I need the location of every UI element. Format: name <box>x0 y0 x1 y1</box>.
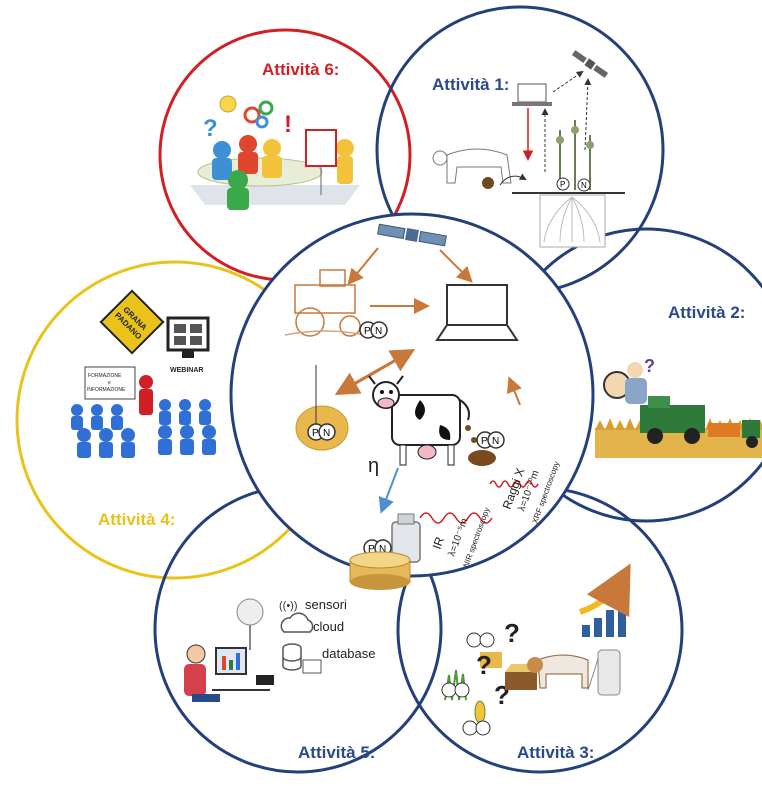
training-scene: GRANA PADANO WEBINAR FORMAZIONE e INFORM… <box>71 289 216 458</box>
gear-icon <box>255 115 269 129</box>
person-icon <box>228 170 248 190</box>
person-icon <box>213 141 231 159</box>
question-mark-icon: ? <box>644 356 655 376</box>
label-activity-4: Attività 4: <box>98 510 175 529</box>
corn-icon <box>474 700 486 724</box>
person-icon <box>263 139 281 157</box>
milk-tank-icon <box>597 649 621 696</box>
svg-text:N: N <box>323 428 330 439</box>
webinar-monitor-icon <box>166 316 210 352</box>
svg-text:INFORMAZIONE: INFORMAZIONE <box>87 387 126 393</box>
svg-text:P: P <box>364 326 371 337</box>
manure-icon <box>465 425 496 466</box>
audience-icons <box>71 399 216 458</box>
cow-sketch-icon <box>446 148 512 184</box>
database-icon <box>282 643 302 671</box>
feed-scene: ? ? ? <box>441 563 631 736</box>
gear-icon <box>243 106 261 124</box>
svg-text:P: P <box>481 436 488 447</box>
soil-sensing-scene: P N <box>432 50 625 248</box>
folder-icon <box>302 659 322 674</box>
bar-chart-icon <box>582 600 626 637</box>
growth-arrow-icon <box>578 563 631 618</box>
svg-text:N: N <box>492 436 499 447</box>
svg-text:N: N <box>379 544 386 555</box>
grana-padano-logo: GRANA PADANO <box>99 289 165 355</box>
dish-icon <box>236 598 264 626</box>
sensor-icon: ((•)) <box>279 600 298 612</box>
satellite-icon <box>571 50 609 78</box>
harvester-scene: ? <box>595 356 762 458</box>
label-activity-5: Attività 5: <box>298 743 375 762</box>
manure-icon <box>482 177 494 189</box>
svg-text:e: e <box>108 380 111 386</box>
tractor-sketch-icon <box>284 269 366 337</box>
label-activity-1: Attività 1: <box>432 75 509 94</box>
presenter-icon <box>139 375 153 389</box>
tractor-icon <box>742 420 760 438</box>
svg-text:N: N <box>581 181 587 190</box>
p-nutrient-icon <box>556 177 570 191</box>
gear-icon <box>258 100 274 116</box>
analyst-icon <box>186 644 206 664</box>
label-activity-2: Attività 2: <box>668 303 745 322</box>
hay-bale-icon <box>480 652 502 668</box>
svg-text:FORMAZIONE: FORMAZIONE <box>88 373 122 379</box>
label-activity-6: Attività 6: <box>262 60 339 79</box>
question-mark-icon: ? <box>203 115 218 142</box>
satellite-icon <box>377 223 447 247</box>
svg-text:P: P <box>312 428 319 439</box>
question-mark-icon: ? <box>504 618 520 648</box>
trailer-icon <box>708 423 740 437</box>
laptop-sketch-icon <box>435 284 519 341</box>
eta-symbol: η <box>368 455 379 477</box>
ir-label: IR <box>430 535 447 551</box>
lightbulb-icon <box>219 95 237 113</box>
xray-wave <box>489 480 539 488</box>
grass-icon <box>444 669 467 701</box>
cow-icon <box>368 375 470 466</box>
label-activity-3: Attività 3: <box>517 743 594 762</box>
meeting-scene: ? ! <box>190 95 360 210</box>
database-label: database <box>322 646 376 661</box>
calendar-board-icon <box>305 129 337 167</box>
n-nutrient-icon <box>577 178 591 192</box>
person-icon <box>239 135 257 153</box>
cloud-label: cloud <box>313 619 344 634</box>
cow-icon <box>537 654 589 689</box>
whiteboard-icon <box>84 366 136 400</box>
sensori-label: sensori <box>305 597 347 612</box>
question-mark-icon: ? <box>476 650 492 680</box>
feeder-icon <box>505 672 537 690</box>
controller-icon <box>256 675 274 685</box>
person-icon <box>336 139 354 157</box>
cloud-icon <box>280 612 314 633</box>
svg-text:N: N <box>375 326 382 337</box>
data-scene: ((•)) sensori cloud database <box>184 597 376 702</box>
svg-text:P: P <box>560 180 565 189</box>
cheese-wheel-icon <box>349 551 411 590</box>
pn-marker <box>466 632 482 648</box>
exclamation-icon: ! <box>284 111 292 138</box>
ir-wave <box>419 512 493 524</box>
svg-text:P: P <box>368 544 375 555</box>
webinar-label: WEBINAR <box>170 367 203 374</box>
laptop-icon <box>517 83 547 103</box>
